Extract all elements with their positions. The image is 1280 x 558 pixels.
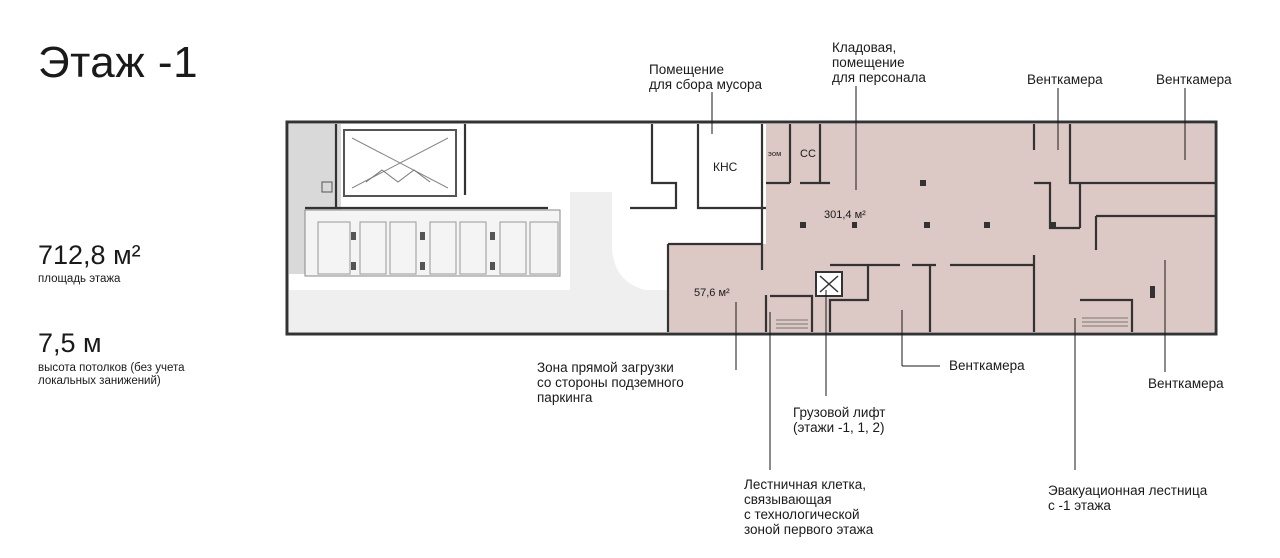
leader-lines (711, 86, 1186, 470)
parking-ramp-curve (570, 192, 660, 332)
parking-spaces (304, 209, 561, 277)
floor-area-block: 712,8 м² площадь этажа (38, 240, 141, 286)
area-zone-label: 57,6 м² (694, 287, 730, 299)
room-kns: КНС (713, 160, 738, 174)
callout-vent-bottom-right: Венткамера (1148, 376, 1224, 391)
callout-loading-line3: паркинга (537, 390, 593, 405)
ceiling-height-caption-1: высота потолков (без учета (38, 362, 185, 374)
area-main-label: 301,4 м² (824, 209, 866, 221)
callout-loading-line2: со стороны подземного (537, 375, 684, 390)
callout-trash-line1: Помещение (649, 62, 724, 77)
stair-treads (776, 317, 1128, 329)
callout-vent-top-2: Венткамера (1156, 72, 1232, 87)
outer-walls (285, 120, 1218, 336)
freight-lift-cross (819, 275, 839, 293)
callout-lift-line1: Грузовой лифт (793, 405, 886, 420)
callout-loading-line1: Зона прямой загрузки (537, 360, 674, 375)
callout-vent-top-1: Венткамера (1027, 72, 1103, 87)
floor-area-caption: площадь этажа (38, 273, 121, 285)
ceiling-height-value: 7,5 м (38, 328, 102, 358)
callout-storage-line3: для персонала (832, 70, 926, 85)
ceiling-height-block: 7,5 м высота потолков (без учета локальн… (38, 328, 185, 388)
shaft-box (343, 129, 457, 197)
callout-storage-line1: Кладовая, (832, 40, 897, 55)
callout-stair-line4: зоной первого этажа (744, 522, 874, 537)
loading-zone-fill (668, 244, 768, 332)
callout-trash-line2: для сбора мусора (649, 77, 763, 92)
callout-evac-line1: Эвакуационная лестница (1048, 483, 1208, 498)
callout-lift-line2: (этажи -1, 1, 2) (793, 420, 885, 435)
floor-area-value: 712,8 м² (38, 240, 141, 270)
parking-stalls (317, 221, 559, 275)
callout-evac-line2: с -1 этажа (1048, 498, 1111, 513)
callout-vent-bottom-mid: Венткамера (949, 358, 1025, 373)
shaft-cross (351, 137, 449, 189)
callout-storage-line2: помещение (832, 55, 905, 70)
callout-stair-line1: Лестничная клетка, (744, 477, 866, 492)
interior-walls (305, 124, 1216, 332)
callout-stair-line3: с технологической (744, 507, 860, 522)
structural-columns (800, 180, 1155, 298)
ceiling-height-caption-2: локальных занижений) (38, 375, 161, 387)
shaft-truss (365, 169, 431, 183)
page-title: Этаж -1 (38, 38, 199, 87)
room-zom: эом (768, 149, 781, 158)
callout-stair-line2: связывающая (744, 492, 832, 507)
parking-columns (321, 181, 495, 270)
room-ss: СС (800, 148, 816, 160)
